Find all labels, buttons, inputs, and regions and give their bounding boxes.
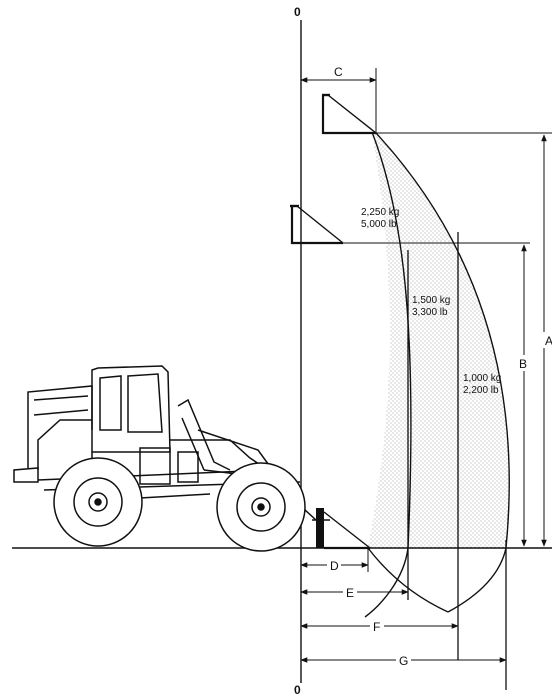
axis-bottom-label: 0 [294, 683, 301, 695]
dimension-b-label: B [519, 357, 527, 371]
dimension-f-label: F [373, 620, 380, 634]
dimension-c-label: C [334, 65, 343, 79]
reach-envelope-arc [375, 132, 510, 613]
svg-text:2,250 kg: 2,250 kg [361, 207, 399, 218]
capacity-label-2250: 2,250 kg 5,000 lb [361, 207, 399, 230]
fork-ground-position [312, 508, 371, 550]
svg-text:1,500 kg: 1,500 kg [412, 295, 450, 306]
wheel-loader-vehicle [13, 365, 317, 552]
zone-2250kg [368, 132, 411, 548]
zone-1500kg [372, 132, 469, 548]
dimension-g-label: G [399, 654, 408, 668]
svg-text:5,000 lb: 5,000 lb [361, 219, 397, 230]
capacity-label-1000: 1,000 kg 2,200 lb [463, 373, 501, 396]
svg-text:2,200 lb: 2,200 lb [463, 385, 499, 396]
svg-text:1,000 kg: 1,000 kg [463, 373, 501, 384]
dimension-e-label: E [346, 586, 354, 600]
dimension-a-label: A [545, 334, 552, 348]
fork-top-position [321, 93, 377, 135]
axis-top-label: 0 [294, 5, 301, 19]
svg-text:3,300 lb: 3,300 lb [412, 307, 448, 318]
capacity-label-1500: 1,500 kg 3,300 lb [412, 295, 450, 318]
dimension-d-label: D [330, 559, 339, 573]
zone-1000kg [375, 133, 510, 548]
fork-middle-position [290, 204, 344, 245]
lower-arc [367, 547, 449, 613]
